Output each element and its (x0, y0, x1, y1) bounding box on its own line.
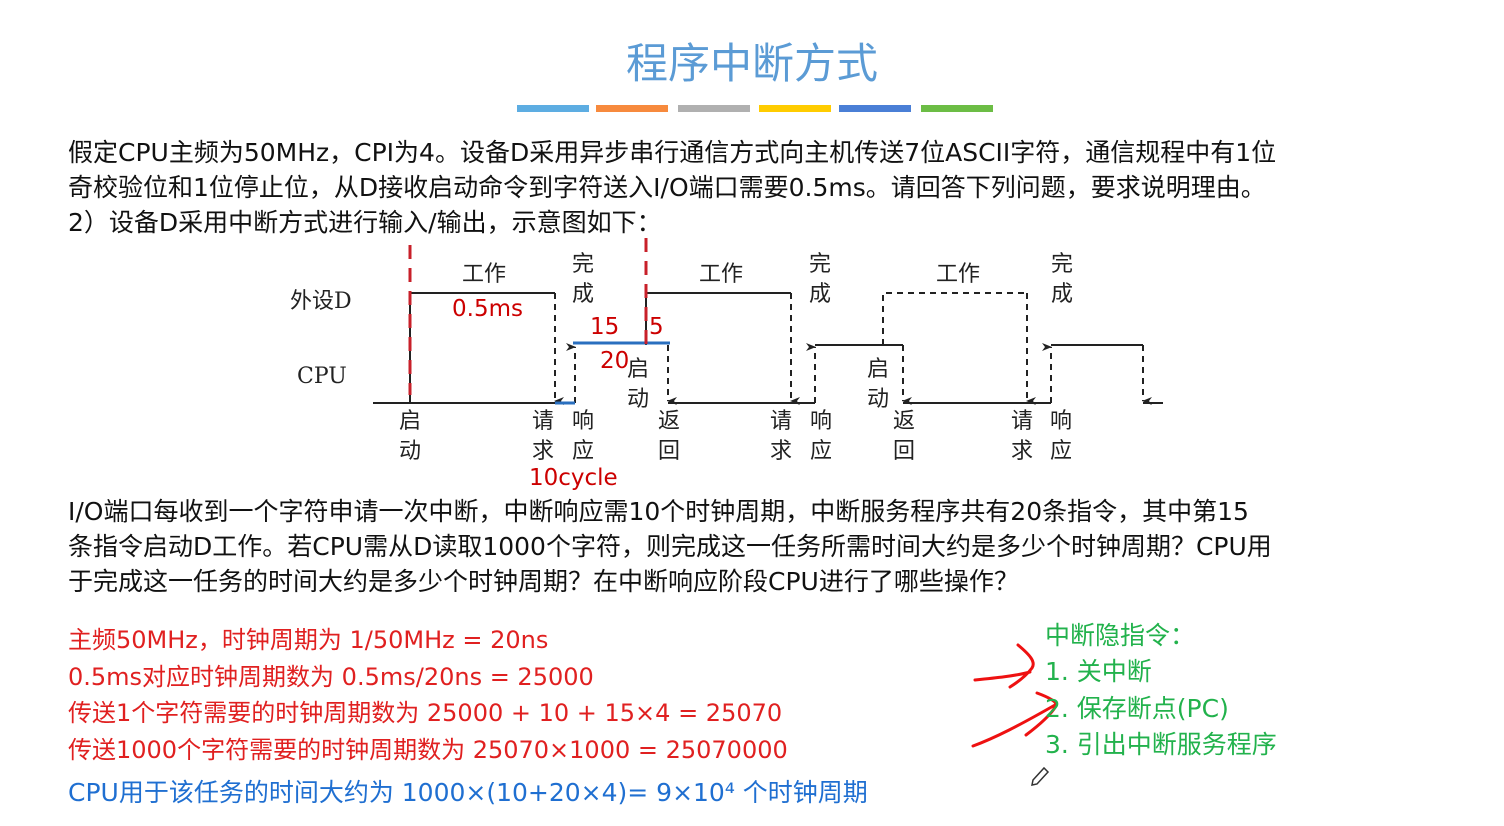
problem-line: 假定CPU主频为50MHz，CPI为4。设备D采用异步串行通信方式向主机传送7位… (68, 138, 1277, 167)
annotation-20: 20 (600, 348, 630, 374)
handwritten-arrows (971, 643, 1058, 748)
done-label: 完成 (571, 252, 594, 307)
device-label: 外设D (290, 289, 352, 314)
answer-line: 传送1个字符需要的时钟周期数为 25000 + 10 + 15×4 = 2507… (68, 699, 783, 727)
highlight-segments (555, 341, 670, 405)
answer-line: 主频50MHz，时钟周期为 1/50MHz = 20ns (68, 626, 549, 654)
annotation-5: 5 (649, 314, 664, 340)
answer-line: 0.5ms对应时钟周期数为 0.5ms/20ns = 25000 (68, 663, 594, 691)
work-label: 工作 (462, 262, 507, 287)
hidden-instruction-item: 1. 关中断 (1045, 657, 1152, 686)
cycles-annotation: 10cycle (529, 465, 618, 491)
work-label: 工作 (699, 262, 744, 287)
pencil-icon (1031, 766, 1050, 786)
cpu-waveform (373, 344, 1163, 404)
return-label: 返回 (892, 409, 915, 464)
question-line: I/O端口每收到一个字符申请一次中断，中断响应需10个时钟周期，中断服务程序共有… (68, 497, 1249, 526)
respond-label: 响应 (809, 409, 832, 464)
cpu-time-answer: CPU用于该任务的时间大约为 1000×(10+20×4)= 9×10⁴ 个时钟… (68, 778, 868, 807)
problem-line: 2）设备D采用中断方式进行输入/输出，示意图如下： (68, 208, 662, 237)
accent-bar (921, 105, 993, 112)
hidden-instruction-item: 3. 引出中断服务程序 (1045, 730, 1277, 759)
accent-bar (596, 105, 668, 112)
red-markers (408, 238, 648, 395)
annotation-15: 15 (590, 314, 620, 340)
accent-bar (759, 105, 831, 112)
problem-line: 奇校验位和1位停止位，从D接收启动命令到字符送入I/O端口需要0.5ms。请回答… (68, 173, 1266, 202)
return-label: 返回 (657, 409, 680, 464)
request-label: 请求 (531, 409, 554, 464)
hidden-instructions-heading: 中断隐指令： (1045, 621, 1196, 650)
hidden-instruction-item: 2. 保存断点(PC) (1045, 694, 1229, 723)
done-label: 完成 (808, 252, 831, 307)
dashed-arrows (409, 293, 1152, 405)
duration-annotation: 0.5ms (452, 296, 523, 322)
done-label: 完成 (1050, 252, 1073, 307)
start-label: 启动 (398, 409, 421, 464)
slide-title: 程序中断方式 (625, 39, 878, 88)
accent-bar (517, 105, 589, 112)
respond-label: 响应 (571, 409, 594, 464)
start-label: 启动 (866, 357, 889, 412)
accent-bar (678, 105, 750, 112)
accent-bar (839, 105, 911, 112)
start-label: 启动 (626, 357, 649, 412)
request-label: 请求 (1010, 409, 1033, 464)
answer-line: 传送1000个字符需要的时钟周期数为 25070×1000 = 25070000 (68, 736, 788, 764)
respond-label: 响应 (1049, 409, 1072, 464)
question-line: 条指令启动D工作。若CPU需从D读取1000个字符，则完成这一任务所需时间大约是… (68, 532, 1272, 561)
request-label: 请求 (769, 409, 792, 464)
work-label: 工作 (936, 262, 981, 287)
cpu-label: CPU (297, 364, 347, 389)
question-line: 于完成这一任务的时间大约是多少个时钟周期？在中断响应阶段CPU进行了哪些操作？ (68, 567, 1019, 596)
